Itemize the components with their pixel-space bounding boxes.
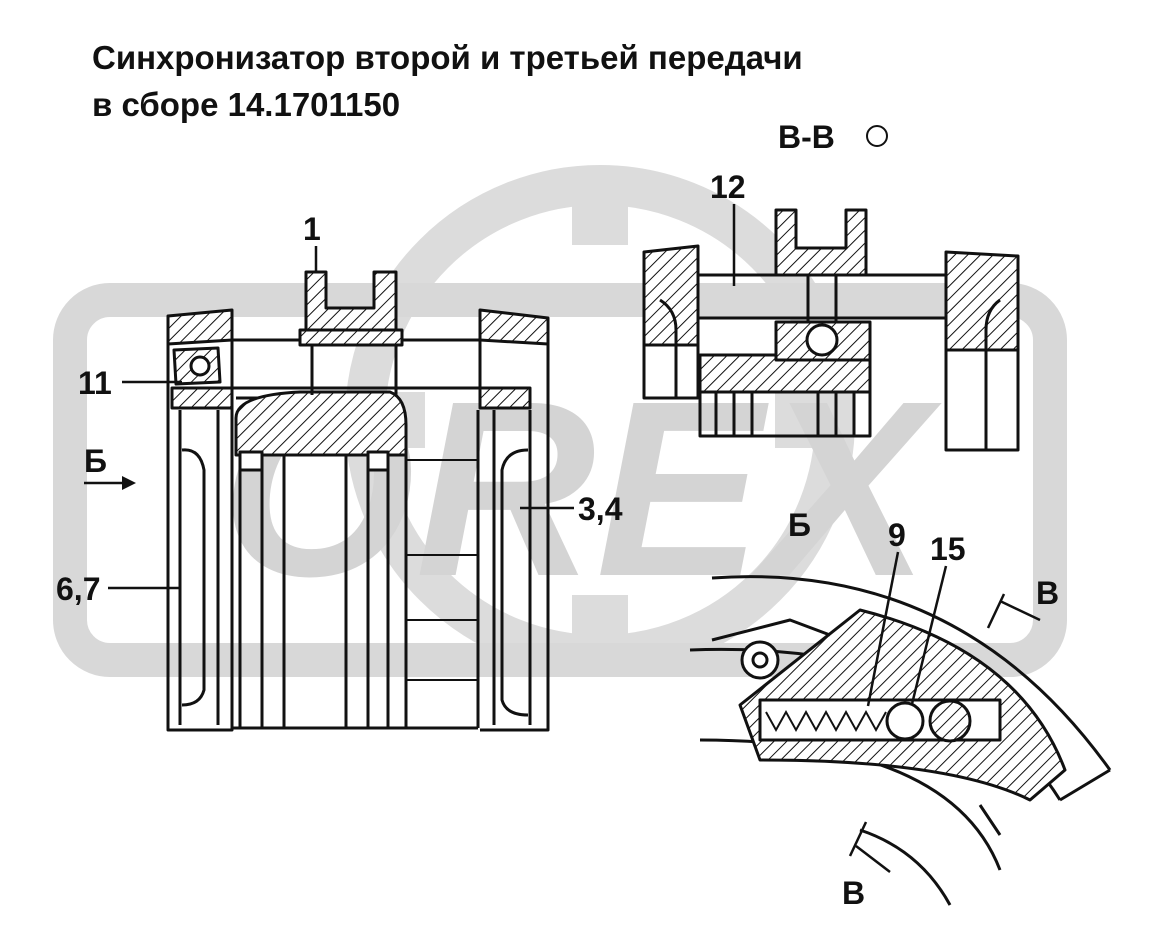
title-line-2: в сборе 14.1701150	[92, 86, 401, 123]
shift-sleeve-1	[298, 270, 404, 395]
title-line-1: Синхронизатор второй и третьей передачи	[92, 39, 803, 76]
callout-1: 1	[303, 211, 321, 247]
leader-15	[910, 565, 948, 705]
detent-ball	[805, 323, 839, 357]
main-assembly-view	[166, 270, 550, 732]
drawing-title: Синхронизатор второй и третьей передачи …	[92, 34, 803, 128]
view-b-detail: Б	[689, 507, 1112, 906]
section-view-vv: В-В	[642, 119, 1020, 452]
callout-v-top: В	[1036, 575, 1059, 611]
section-arrow-v-top	[999, 599, 1041, 622]
spring-9	[765, 709, 887, 733]
section-line-v-bottom	[848, 821, 868, 857]
spring-ring-11	[172, 346, 222, 386]
arrow-b-head	[122, 476, 136, 490]
watermark-frame	[53, 283, 1067, 677]
callout-11: 11	[78, 365, 112, 401]
callout-9: 9	[888, 517, 906, 553]
section-symbol-circle	[866, 125, 888, 147]
synchronizer-ring-right	[478, 308, 550, 732]
section-label: В-В	[778, 119, 835, 155]
callout-b-arrow: Б	[84, 443, 107, 479]
callout-v-bottom: В	[842, 875, 865, 911]
callout-15: 15	[930, 531, 966, 567]
callout-12: 12	[710, 169, 746, 205]
section-line-v-top	[986, 593, 1006, 629]
leader-9	[866, 551, 900, 707]
view-b-label: Б	[788, 507, 811, 543]
callout-6-7: 6,7	[56, 571, 100, 607]
synchronizer-ring-left	[166, 308, 234, 732]
callout-3-4: 3,4	[578, 491, 623, 527]
callouts: 1 11 Б 3,4 6,7 12 9 15 В В	[56, 169, 1059, 911]
ball-15	[885, 701, 925, 741]
section-arrow-v-bottom	[855, 845, 891, 873]
